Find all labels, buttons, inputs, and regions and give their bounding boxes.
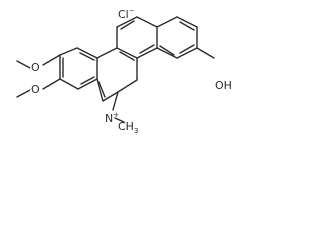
bond-line: [117, 79, 138, 93]
methoxy-oxygen-upper-label: O: [31, 61, 40, 74]
bond-line: [159, 45, 175, 56]
bond-line: [179, 44, 195, 54]
n-methyl-label: CH3: [118, 120, 138, 135]
bond-line: [96, 78, 104, 102]
bond-line: [76, 47, 98, 59]
bond-lines: [16, 16, 215, 123]
bond-line: [139, 44, 155, 54]
hydroxyl-label: OH: [215, 79, 232, 92]
bond-line: [196, 47, 215, 59]
bond-line: [79, 52, 95, 61]
bond-line: [176, 16, 198, 28]
chloride-label: Cl−: [118, 7, 135, 21]
bond-line: [102, 91, 119, 102]
bond-line: [176, 47, 198, 59]
bond-line: [116, 16, 138, 28]
bond-line: [42, 54, 61, 66]
bond-line: [80, 76, 95, 85]
bond-line: [42, 78, 61, 90]
bond-line: [77, 78, 98, 90]
bond-line: [120, 20, 135, 30]
bond-line: [114, 117, 125, 123]
bond-line: [16, 60, 31, 69]
bond-line: [119, 51, 135, 61]
chemical-structure: Cl− OH O O N+ CH3: [16, 7, 234, 135]
bond-line: [112, 91, 119, 111]
nitrogen-label: N+: [105, 111, 119, 125]
bond-line: [116, 47, 138, 59]
bond-line: [98, 81, 106, 98]
methoxy-oxygen-lower-label: O: [31, 83, 40, 96]
bond-line: [16, 89, 31, 98]
bond-line: [59, 47, 78, 56]
bond-line: [136, 16, 158, 28]
bond-line: [136, 47, 158, 59]
bond-line: [156, 16, 178, 28]
bond-line: [59, 78, 79, 90]
bond-line: [156, 47, 178, 59]
bond-line: [96, 47, 118, 59]
bond-line: [179, 21, 195, 31]
